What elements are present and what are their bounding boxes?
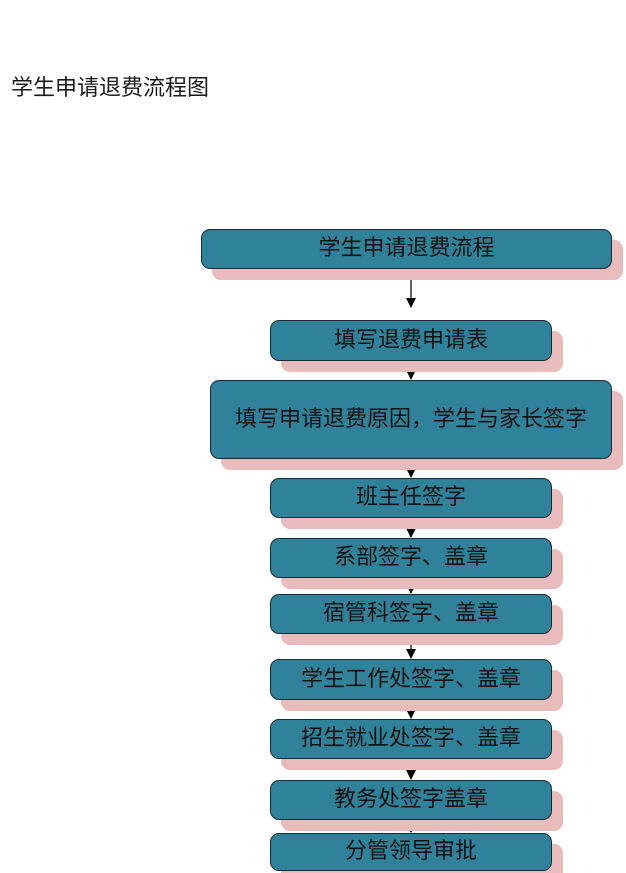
flow-node-dorm-management-label: 宿管科签字、盖章 xyxy=(322,601,499,626)
flow-node-start: 学生申请退费流程 xyxy=(201,229,612,269)
flow-node-admissions-label: 招生就业处签字、盖章 xyxy=(300,726,521,751)
flow-node-dorm-management: 宿管科签字、盖章 xyxy=(270,594,552,634)
flow-node-leader-approval: 分管领导审批 xyxy=(270,833,552,871)
flow-node-headteacher: 班主任签字 xyxy=(270,478,552,518)
flow-node-department-label: 系部签字、盖章 xyxy=(333,545,488,570)
flow-node-department: 系部签字、盖章 xyxy=(270,538,552,578)
flow-node-fill-form-label: 填写退费申请表 xyxy=(333,327,488,353)
flow-node-academic-affairs-label: 教务处签字盖章 xyxy=(333,787,488,812)
flow-node-reason-signatures-label: 填写申请退费原因，学生与家长签字 xyxy=(234,406,587,432)
flow-node-student-affairs-label: 学生工作处签字、盖章 xyxy=(300,666,521,692)
flow-node-academic-affairs: 教务处签字盖章 xyxy=(270,780,552,820)
flow-node-fill-form: 填写退费申请表 xyxy=(270,320,552,361)
flow-node-student-affairs: 学生工作处签字、盖章 xyxy=(270,659,552,700)
flow-node-headteacher-label: 班主任签字 xyxy=(355,485,466,510)
flow-node-admissions: 招生就业处签字、盖章 xyxy=(270,719,552,759)
flow-node-reason-signatures: 填写申请退费原因，学生与家长签字 xyxy=(210,380,612,459)
page-title: 学生申请退费流程图 xyxy=(11,76,210,101)
flow-node-leader-approval-label: 分管领导审批 xyxy=(344,839,477,864)
flow-node-start-label: 学生申请退费流程 xyxy=(318,236,495,261)
